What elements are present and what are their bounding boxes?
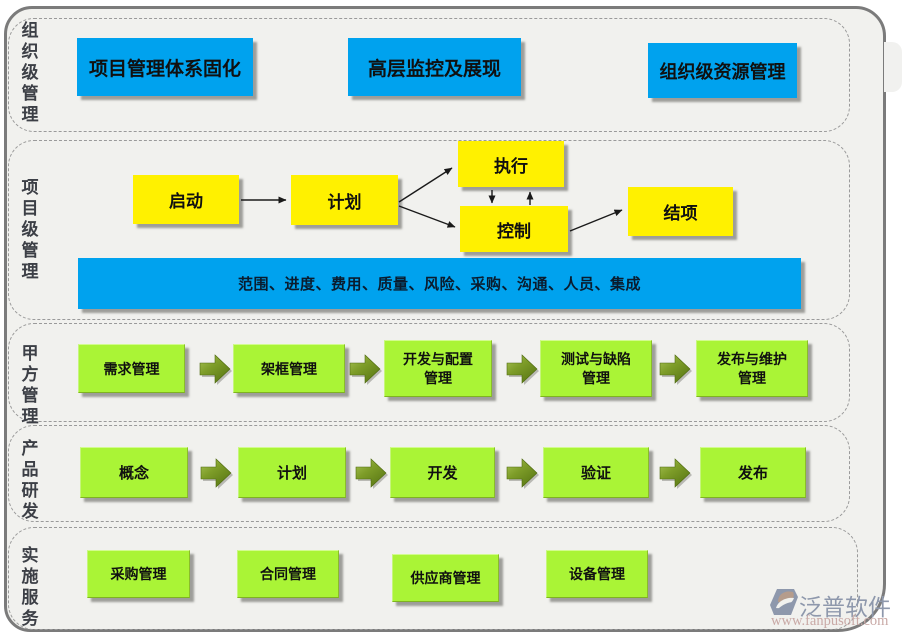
node-dev-config-mgmt[interactable]: 开发与配置 管理 xyxy=(384,340,492,397)
node-close[interactable]: 结项 xyxy=(628,187,733,236)
node-test-defect-mgmt[interactable]: 测试与缺陷 管理 xyxy=(540,340,652,397)
node-supplier-mgmt[interactable]: 供应商管理 xyxy=(392,554,499,602)
node-release-maintain[interactable]: 发布与维护 管理 xyxy=(696,340,808,397)
node-equipment-mgmt[interactable]: 设备管理 xyxy=(546,550,648,598)
node-control[interactable]: 控制 xyxy=(460,206,568,252)
watermark-brand: 泛普软件 xyxy=(799,594,891,620)
node-execute[interactable]: 执行 xyxy=(458,141,564,187)
band-product-rd xyxy=(8,425,850,522)
node-org-resource-mgmt[interactable]: 组织级资源管理 xyxy=(648,43,797,98)
band-party-a xyxy=(8,323,850,422)
band-implementation xyxy=(8,527,858,630)
node-top-monitoring[interactable]: 高层监控及展现 xyxy=(348,38,521,96)
node-framework-mgmt[interactable]: 架框管理 xyxy=(233,344,345,393)
node-plan[interactable]: 计划 xyxy=(291,175,398,225)
band-label-party-a: 甲方管理 xyxy=(21,344,39,426)
band-label-service: 实施服务 xyxy=(21,546,39,628)
node-develop[interactable]: 开发 xyxy=(390,447,495,498)
node-pm-system-solidify[interactable]: 项目管理体系固化 xyxy=(77,38,253,96)
watermark: 泛普软件 www.fanpusoft.com xyxy=(770,586,902,634)
watermark-url: www.fanpusoft.com xyxy=(771,613,889,629)
band-label-project: 项目级管理 xyxy=(21,178,39,281)
node-start[interactable]: 启动 xyxy=(133,175,239,224)
node-product-plan[interactable]: 计划 xyxy=(238,447,346,498)
node-concept[interactable]: 概念 xyxy=(80,447,188,498)
node-procurement-mgmt[interactable]: 采购管理 xyxy=(87,550,190,598)
band-label-product: 产品研发 xyxy=(21,439,39,521)
node-publish[interactable]: 发布 xyxy=(700,447,806,498)
fanpu-logo-icon xyxy=(770,589,798,615)
node-verify[interactable]: 验证 xyxy=(543,447,649,498)
band-label-organization: 组织级管理 xyxy=(21,21,39,124)
node-requirement-mgmt[interactable]: 需求管理 xyxy=(78,344,185,393)
node-contract-mgmt[interactable]: 合同管理 xyxy=(237,550,339,598)
band-organization-level xyxy=(8,18,850,132)
side-tab xyxy=(884,42,902,92)
band-project-level xyxy=(8,140,850,320)
knowledge-areas-bar: 范围、进度、费用、质量、风险、采购、沟通、人员、集成 xyxy=(78,258,801,309)
